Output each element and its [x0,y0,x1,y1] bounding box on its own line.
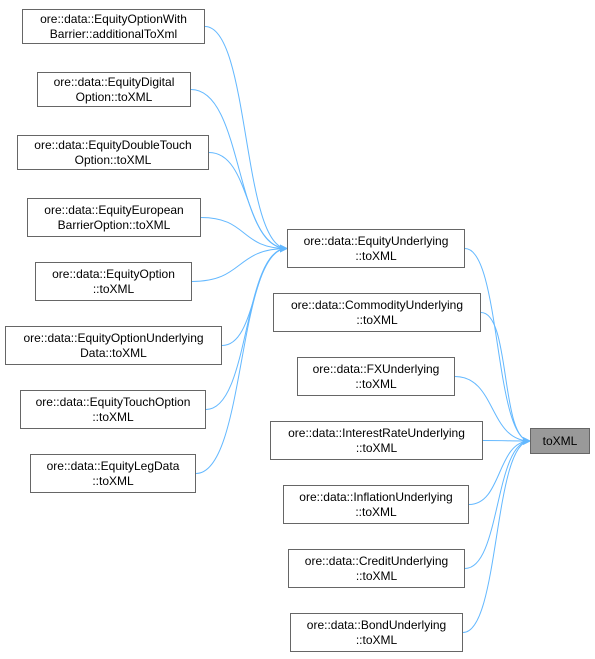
edge-n_equity_underlying-to-n_target [464,248,531,445]
node-credit-underlying-to-xml[interactable]: ore::data::CreditUnderlying::toXML [288,549,465,588]
node-label-line1: ore::data::InflationUnderlying [299,489,453,504]
edge-n_fx_underlying-to-n_target [454,376,531,445]
node-label-line2: Option::toXML [74,152,152,167]
node-inflation-underlying-to-xml[interactable]: ore::data::InflationUnderlying::toXML [283,485,469,524]
node-label-line1: toXML [542,433,578,448]
edge-n_double_touch-to-n_equity_underlying [208,152,288,253]
node-label-line2: ::toXML [356,312,398,327]
node-label-line2: BarrierOption::toXML [57,217,171,232]
node-label-line1: ore::data::InterestRateUnderlying [288,425,465,440]
node-interest-rate-underlying-to-xml[interactable]: ore::data::InterestRateUnderlying::toXML [270,421,483,460]
edge-n_commodity_underlying-to-n_target [480,312,531,445]
node-label-line1: ore::data::BondUnderlying [306,617,447,632]
node-label-line2: ::toXML [355,440,398,455]
node-label-line2: ::toXML [355,568,398,583]
edge-n_bond_underlying-to-n_target [462,437,531,633]
edge-n_credit_underlying-to-n_target [464,437,531,569]
node-label-line1: ore::data::EquityDigital [53,74,175,89]
node-equity-option-to-xml[interactable]: ore::data::EquityOption::toXML [35,262,192,301]
node-label-line2: ::toXML [92,281,135,296]
node-label-line1: ore::data::EquityOptionUnderlying [23,330,204,345]
node-label-line1: ore::data::EquityUnderlying [303,233,449,248]
edge-n_ir_underlying-to-n_target [482,436,531,445]
node-label-line1: ore::data::FXUnderlying [312,361,440,376]
node-label-line2: ::toXML [92,409,134,424]
node-label-line1: ore::data::EquityDoubleTouch [34,137,192,152]
node-label-line1: ore::data::EquityOptionWith [40,11,187,26]
node-label-line1: ore::data::EquityLegData [46,458,180,473]
node-label-line2: ::toXML [355,504,397,519]
node-label-line1: ore::data::EquityOption [52,266,175,281]
node-label-line2: ::toXML [355,248,397,263]
node-bond-underlying-to-xml[interactable]: ore::data::BondUnderlying::toXML [290,613,463,652]
node-equity-underlying-to-xml[interactable]: ore::data::EquityUnderlying::toXML [287,229,465,268]
node-label-line2: Option::toXML [75,89,153,104]
edge-n_european_barrier-to-n_equity_underlying [200,217,288,253]
node-label-line2: ::toXML [92,473,134,488]
edge-n_leg_data-to-n_equity_underlying [195,244,288,474]
edge-n_equity_option-to-n_equity_underlying [191,244,288,282]
node-label-line2: Barrier::additionalToXml [49,26,178,41]
node-fx-underlying-to-xml[interactable]: ore::data::FXUnderlying::toXML [297,357,455,396]
node-label-line1: ore::data::CommodityUnderlying [290,297,464,312]
node-commodity-underlying-to-xml[interactable]: ore::data::CommodityUnderlying::toXML [273,293,481,332]
edge-n_inflation_underlying-to-n_target [468,437,531,505]
node-label-line1: ore::data::EquityTouchOption [35,394,191,409]
node-to-xml-target[interactable]: toXML [530,428,590,454]
node-label-line1: ore::data::CreditUnderlying [304,553,449,568]
node-label-line1: ore::data::EquityEuropean [44,202,184,217]
node-equity-leg-data-to-xml[interactable]: ore::data::EquityLegData::toXML [30,454,196,493]
node-equity-touch-option-to-xml[interactable]: ore::data::EquityTouchOption::toXML [20,390,206,429]
node-label-line2: ::toXML [355,632,398,647]
edge-n_with_barrier-to-n_equity_underlying [204,26,288,253]
node-label-line2: ::toXML [355,376,397,391]
node-label-line2: Data::toXML [80,345,147,360]
